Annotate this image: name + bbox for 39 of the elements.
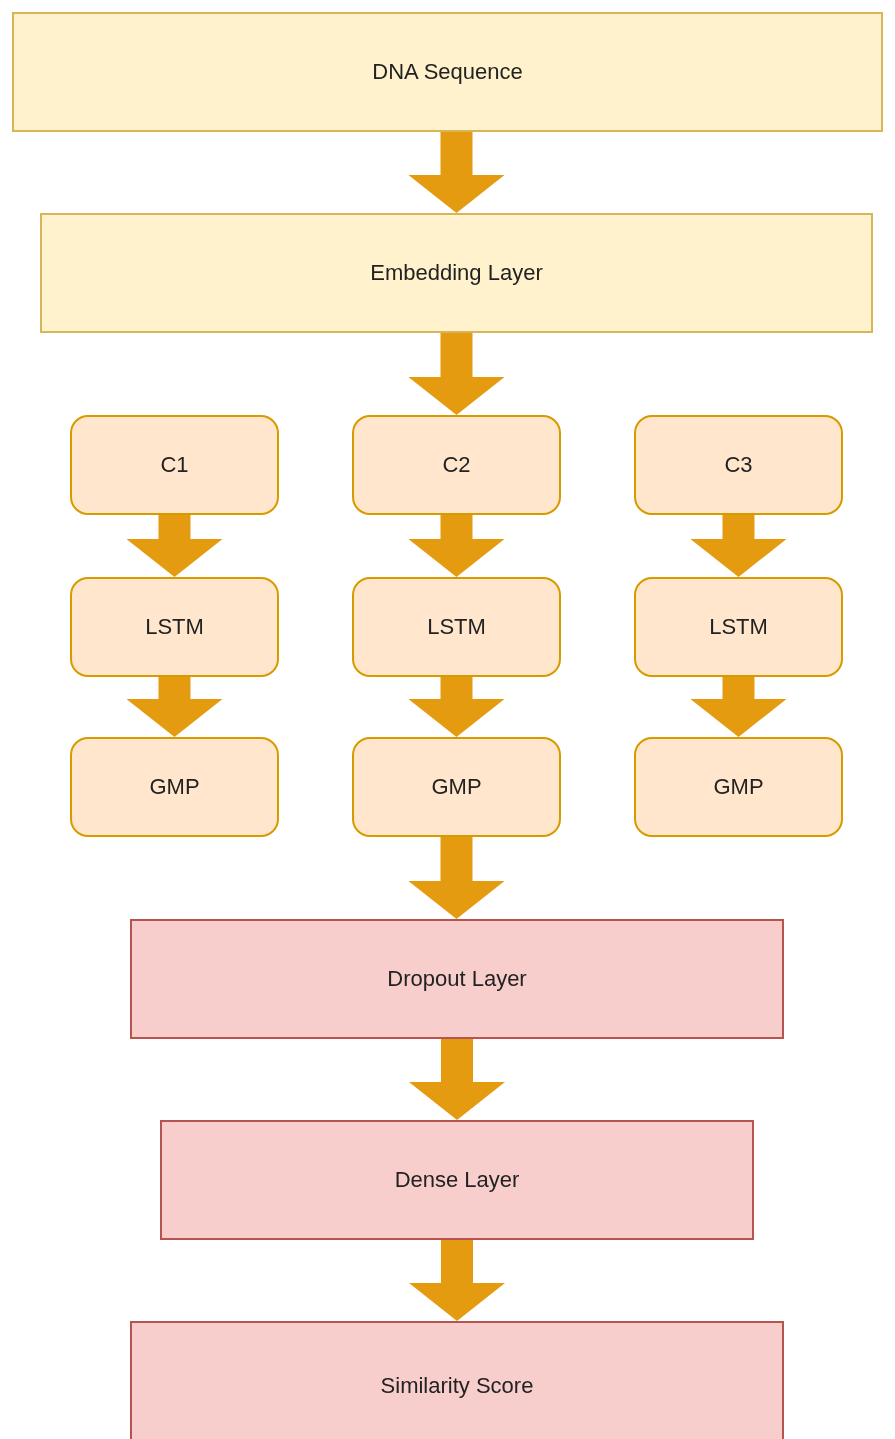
box-label: Similarity Score [380,1373,534,1399]
rounded-process-box [634,577,843,677]
block-arrow [408,333,505,415]
box-label: Embedding Layer [370,260,543,286]
box-label: GMP [713,774,764,800]
block-arrow [126,677,223,737]
box-label: GMP [149,774,200,800]
rounded-process-box [70,415,279,515]
box-label: Dense Layer [394,1167,520,1193]
box-label: C3 [724,452,753,478]
block-arrow [690,677,787,737]
block-arrow [408,677,505,737]
rounded-process-box [634,415,843,515]
block-arrow [409,1240,505,1321]
box-label: C1 [160,452,189,478]
block-arrow [409,1039,505,1120]
process-box [130,1321,784,1439]
rounded-process-box [634,737,843,837]
rounded-process-box [70,577,279,677]
rounded-process-box [352,415,561,515]
block-arrow [408,132,505,213]
rounded-process-box [352,577,561,677]
block-arrow [126,515,223,577]
block-arrow [690,515,787,577]
rounded-process-box [70,737,279,837]
rounded-process-box [352,737,561,837]
box-label: GMP [431,774,482,800]
box-label: DNA Sequence [372,59,523,85]
block-arrow [408,837,505,919]
block-arrow [408,515,505,577]
box-label: LSTM [427,614,486,640]
box-label: Dropout Layer [387,966,527,992]
box-label: C2 [442,452,471,478]
process-box [12,12,883,132]
box-label: LSTM [709,614,768,640]
process-box [160,1120,754,1240]
process-box [130,919,784,1039]
process-box [40,213,873,333]
box-label: LSTM [145,614,204,640]
